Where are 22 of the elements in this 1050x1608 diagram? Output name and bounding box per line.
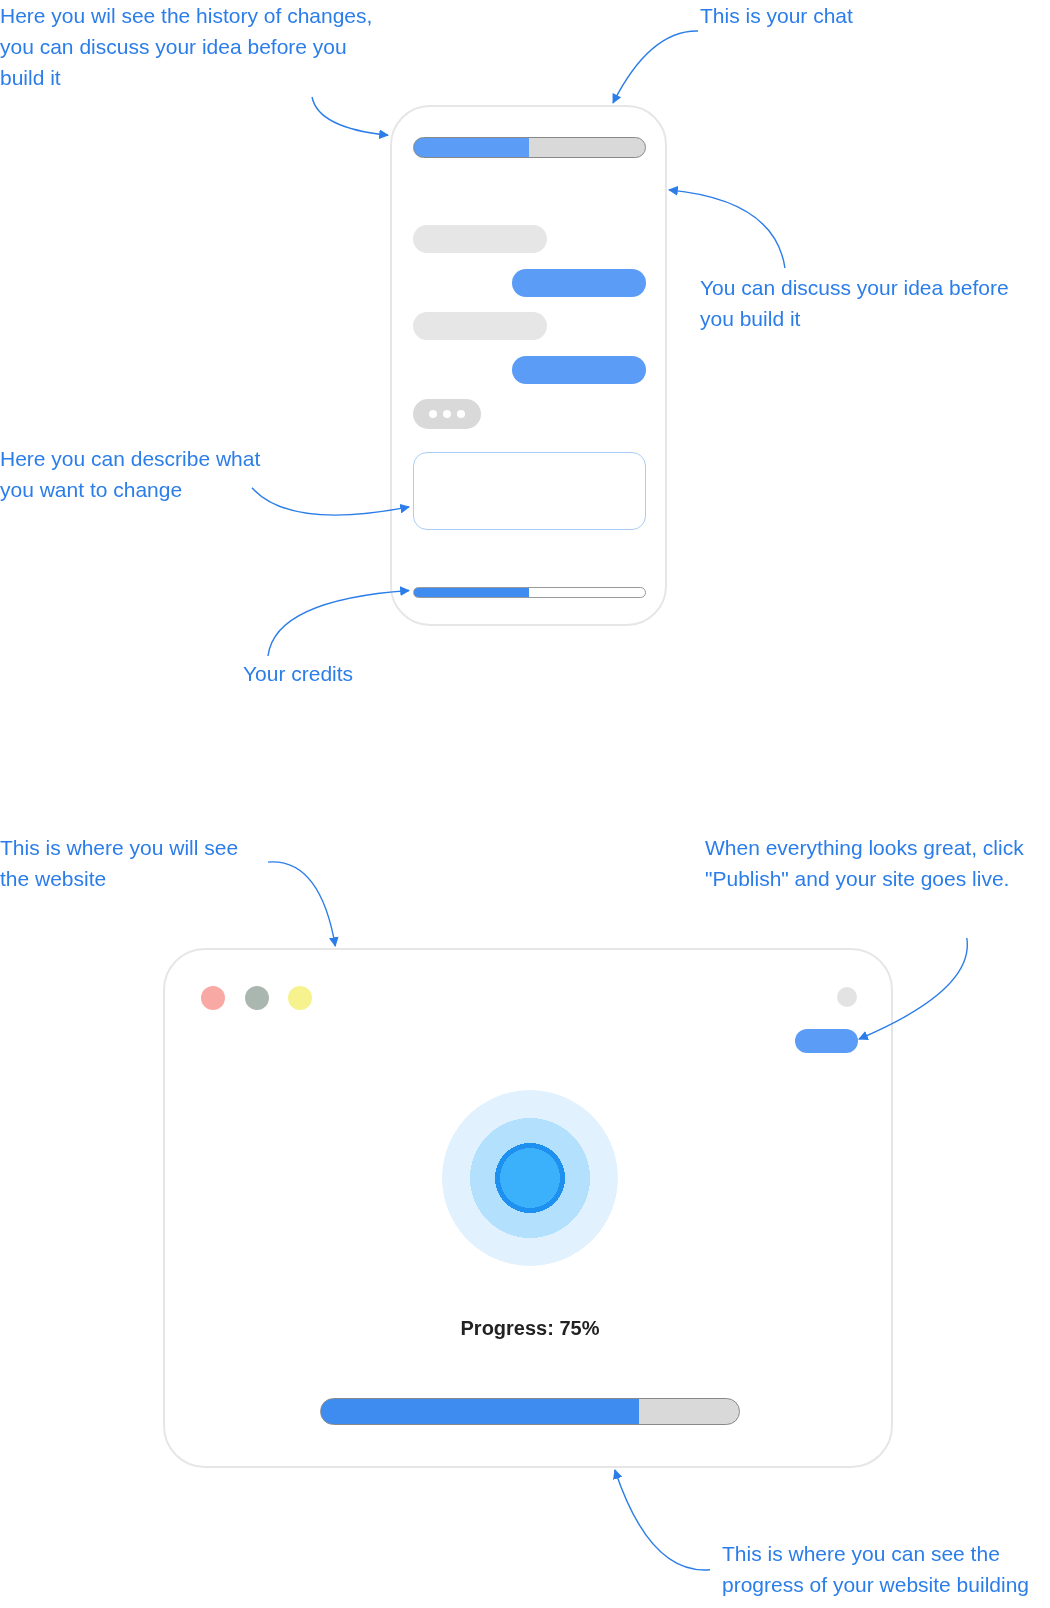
message-input-field xyxy=(413,452,646,530)
annotation-text: Here you can describe what you want to change xyxy=(0,443,292,505)
browser-window xyxy=(163,948,893,1468)
annotation-text: This is where you can see the progress of your website building xyxy=(722,1538,1047,1600)
leader-line xyxy=(267,586,410,657)
annotation-text: When everything looks great, click "Publish" and your site goes live. xyxy=(705,832,1045,894)
leader-line xyxy=(858,937,968,1040)
publish-button xyxy=(795,1029,858,1053)
progress-label: Progress: 75% xyxy=(459,1317,601,1341)
annotation-text: Your credits xyxy=(243,658,368,689)
credits-bar xyxy=(413,587,646,598)
leader-line xyxy=(612,30,699,104)
leader-line xyxy=(251,487,410,516)
leader-line xyxy=(613,1469,711,1571)
leader-line xyxy=(311,96,389,139)
annotation-text: You can discuss your idea before you build it xyxy=(700,272,1010,334)
leader-line xyxy=(267,861,339,947)
annotation-text: This is your chat xyxy=(700,0,930,31)
phone-frame xyxy=(390,105,667,626)
annotation-text: This is where you will see the website xyxy=(0,832,265,894)
annotation-text: Here you wil see the history of changes, you can discuss your idea before you build it xyxy=(0,0,392,93)
leader-line xyxy=(668,186,786,269)
